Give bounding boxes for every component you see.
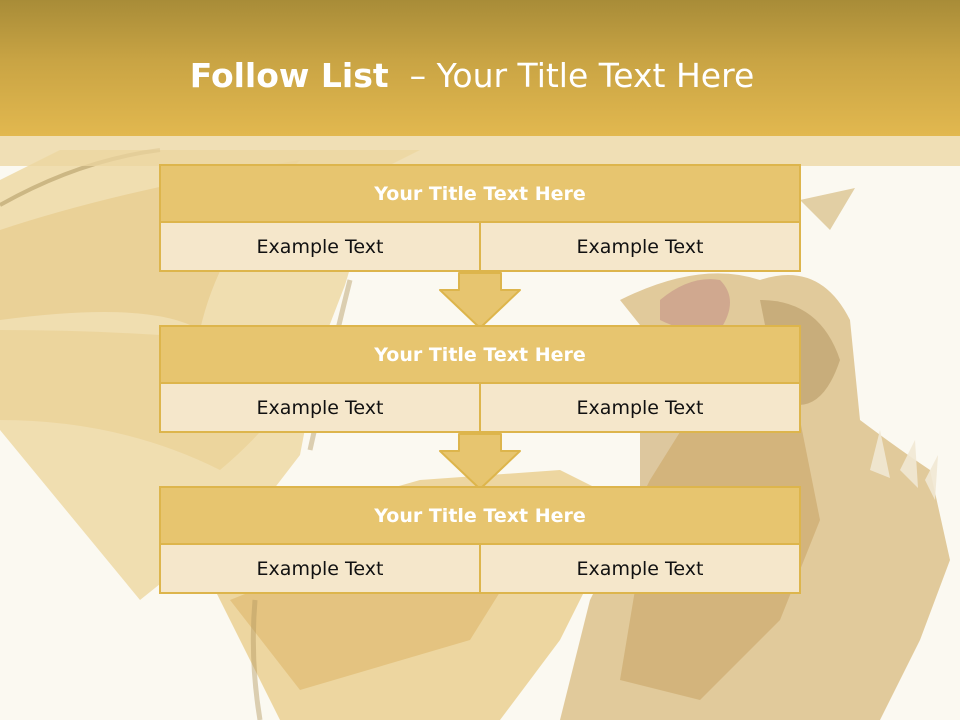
block-row: Example Text Example Text (161, 384, 799, 431)
block-cell-left: Example Text (161, 384, 479, 431)
block-cell-right: Example Text (479, 545, 799, 592)
block-row: Example Text Example Text (161, 545, 799, 592)
flow-block-3: Your Title Text Here Example Text Exampl… (159, 486, 801, 594)
title-bar (0, 0, 960, 136)
block-cell-left: Example Text (161, 545, 479, 592)
down-arrow-icon (439, 433, 521, 490)
block-cell-left: Example Text (161, 223, 479, 270)
slide-title-rest: – Your Title Text Here (388, 56, 755, 95)
flow-block-2: Your Title Text Here Example Text Exampl… (159, 325, 801, 433)
block-title: Your Title Text Here (161, 327, 799, 384)
down-arrow-icon (439, 272, 521, 329)
block-cell-right: Example Text (479, 384, 799, 431)
flow-block-1: Your Title Text Here Example Text Exampl… (159, 164, 801, 272)
block-title: Your Title Text Here (161, 488, 799, 545)
slide-title-bold: Follow List (189, 56, 389, 95)
block-cell-right: Example Text (479, 223, 799, 270)
block-row: Example Text Example Text (161, 223, 799, 270)
title-band (0, 136, 960, 166)
slide-title: Follow List – Your Title Text Here (0, 54, 944, 98)
block-title: Your Title Text Here (161, 166, 799, 223)
